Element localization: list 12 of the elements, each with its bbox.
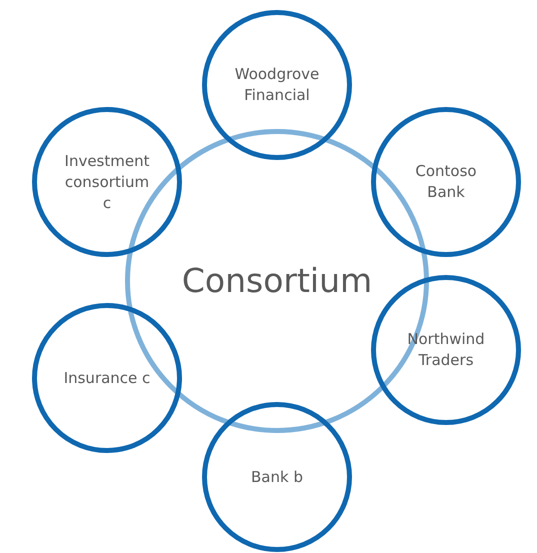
node-label: Investment consortium c	[64, 150, 150, 214]
circle-node	[202, 10, 352, 160]
circle-node	[371, 275, 521, 425]
node-label: Consortium	[182, 260, 372, 302]
node-label: Bank b	[251, 466, 303, 488]
circle-node	[32, 107, 182, 257]
node-label: Contoso Bank	[414, 161, 478, 203]
circle-node	[371, 107, 521, 257]
node-label: Woodgrove Financial	[234, 64, 320, 106]
circle-node	[202, 402, 352, 552]
circle-node	[32, 303, 182, 453]
node-label: Insurance c	[64, 368, 150, 388]
